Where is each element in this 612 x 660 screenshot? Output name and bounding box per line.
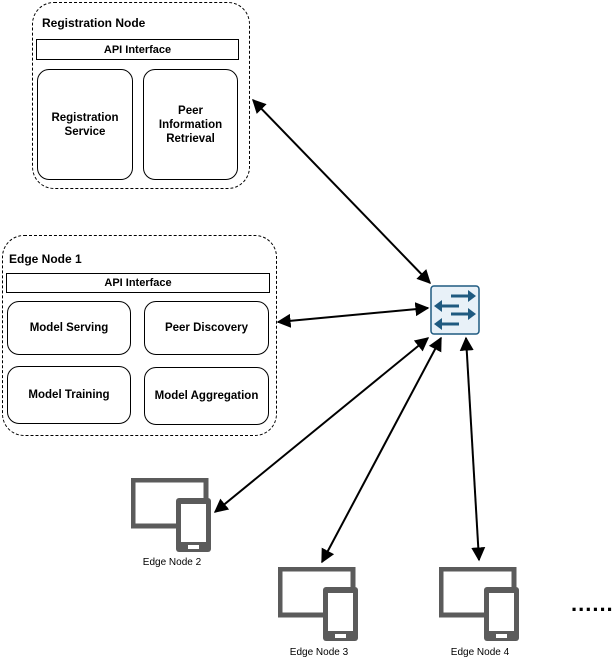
device-icon (277, 566, 358, 641)
edge-node-2-device (130, 477, 213, 554)
more-nodes-ellipsis: ...... (571, 591, 612, 616)
edge-node-1-group (2, 235, 277, 436)
link-edge4-switch (459, 336, 486, 562)
model-serving-box: Model Serving (7, 301, 131, 355)
link-edge1-switch (276, 302, 430, 328)
peer-discovery-box: Peer Discovery (144, 301, 269, 355)
device-icon (438, 566, 519, 641)
registration-node-title: Registration Node (42, 16, 146, 30)
edge-node-4-label: Edge Node 4 (450, 647, 510, 658)
registration-service-box: Registration Service (37, 69, 133, 180)
model-training-box: Model Training (7, 366, 131, 424)
network-switch-icon (430, 285, 480, 335)
link-edge3-switch (321, 336, 442, 564)
edge-node-4-device (438, 566, 521, 643)
model-aggregation-box: Model Aggregation (144, 367, 269, 425)
edge-node-3-label: Edge Node 3 (289, 647, 349, 658)
edge-node-1-api-interface: API Interface (6, 273, 270, 293)
device-icon (130, 477, 211, 552)
edge-node-1-title: Edge Node 1 (9, 252, 82, 266)
link-registration-switch (252, 98, 431, 285)
edge-node-3-device (277, 566, 360, 643)
registration-api-interface: API Interface (36, 39, 239, 60)
edge-node-2-label: Edge Node 2 (142, 557, 202, 568)
peer-information-retrieval-box: Peer Information Retrieval (143, 69, 238, 180)
registration-node-group (32, 2, 250, 189)
network-switch (430, 285, 480, 335)
